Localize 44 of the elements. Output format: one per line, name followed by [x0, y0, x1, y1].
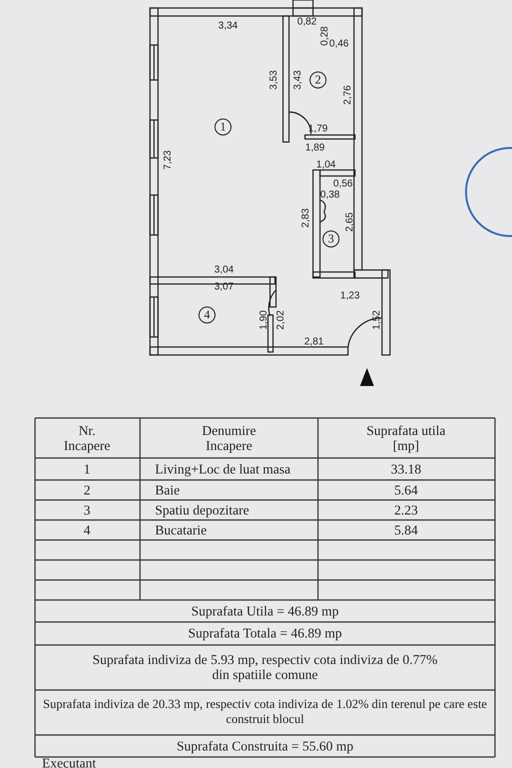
- table-text: 2.23: [394, 502, 418, 518]
- room-number: 3: [322, 230, 340, 248]
- dimension-label: 0,28: [320, 26, 330, 46]
- table-text: Baie: [155, 482, 180, 498]
- table-text: 33.18: [390, 462, 422, 476]
- table-text: 3: [84, 502, 90, 518]
- table-text: Suprafata utila [mp]: [365, 423, 447, 453]
- dimension-label: 1,04: [316, 160, 336, 170]
- table-text: Spatiu depozitare: [155, 502, 250, 518]
- dimension-label: 3,53: [268, 70, 280, 90]
- dimension-label: 1,23: [340, 290, 360, 302]
- dimension-label: 2,76: [342, 85, 354, 105]
- room-number: 2: [310, 72, 326, 88]
- table-text: Executant: [42, 756, 96, 768]
- table-text: 5.64: [394, 482, 418, 498]
- table-text: Suprafata Totala = 46.89 mp: [188, 626, 342, 640]
- table-text: Suprafata indiviza de 20.33 mp, respectiv cota indiviza de 1.02% din terenul pe care este construit blocul: [42, 697, 488, 727]
- room-number: 4: [198, 306, 216, 324]
- table-text: 5.84: [394, 522, 418, 538]
- dimension-label: 2,02: [276, 310, 286, 330]
- table-text: Suprafata Utila = 46.89 mp: [191, 604, 339, 618]
- table-text: Living+Loc de luat masa: [155, 462, 290, 476]
- table-text: Denumire Incapere: [201, 423, 257, 453]
- table-text: Suprafata indiviza de 5.93 mp, respectiv cota indiviza de 0.77% din spatiile comune: [92, 652, 438, 682]
- dimension-label: 3,43: [292, 70, 304, 90]
- dimension-label: 0,82: [297, 16, 317, 28]
- dimension-label: 2,83: [300, 208, 312, 228]
- dimension-label: 3,04: [214, 264, 234, 276]
- dimension-label: 2,81: [304, 336, 324, 348]
- table-text: Nr. Incapere: [62, 423, 112, 453]
- table-text: Suprafata Construita = 55.60 mp: [176, 738, 354, 754]
- table-text: Bucatarie: [155, 522, 207, 538]
- room-number: 1: [214, 118, 232, 136]
- dimension-label: 7,23: [162, 150, 174, 170]
- dimension-label: 1,89: [305, 142, 325, 154]
- dimension-label: 3,34: [218, 20, 238, 32]
- table-text: 4: [84, 522, 90, 538]
- dimension-label: 2,65: [344, 212, 356, 232]
- table-text: 2: [84, 482, 90, 498]
- dimension-label: 1,90: [258, 310, 270, 330]
- dimension-label: 0,46: [329, 38, 349, 50]
- table-text: 1: [84, 462, 90, 476]
- dimension-label: 0,38: [320, 190, 340, 200]
- dimension-label: 0,56: [333, 178, 353, 190]
